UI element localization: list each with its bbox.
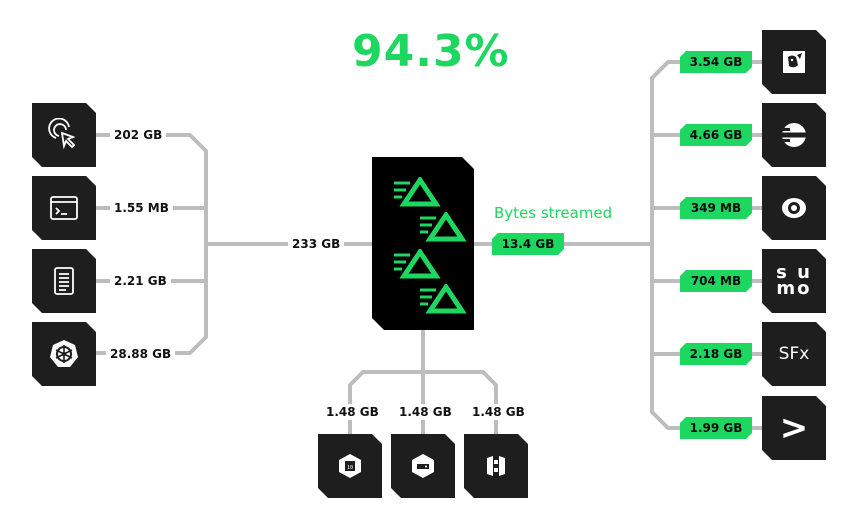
destination-value-badge: 2.18 GB bbox=[680, 343, 752, 365]
storage-value: 1.48 GB bbox=[322, 404, 383, 420]
datadog-icon bbox=[777, 45, 811, 79]
source-value: 1.55 MB bbox=[110, 200, 173, 216]
bytes-streamed-label: Bytes streamed bbox=[494, 204, 613, 222]
source-document-tile[interactable] bbox=[32, 249, 96, 313]
sfx-logo: SFx bbox=[778, 344, 810, 364]
eye-icon bbox=[777, 191, 811, 225]
reduction-percentage: 94.3% bbox=[352, 26, 510, 77]
source-terminal-tile[interactable] bbox=[32, 176, 96, 240]
document-icon bbox=[47, 264, 81, 298]
stream-processor-hub[interactable] bbox=[372, 157, 474, 330]
destination-chevron-tile[interactable]: > bbox=[762, 396, 826, 460]
blob-storage-icon: 10 bbox=[333, 449, 367, 483]
destination-datadog-tile[interactable] bbox=[762, 30, 826, 94]
hub-logo-icon bbox=[392, 177, 444, 207]
source-value: 2.21 GB bbox=[110, 273, 171, 289]
destination-sfx-tile[interactable]: SFx bbox=[762, 322, 826, 386]
hub-logo-icon bbox=[418, 284, 470, 314]
destination-elastic-tile[interactable] bbox=[762, 103, 826, 167]
destination-value-badge: 4.66 GB bbox=[680, 124, 752, 146]
destination-eye-tile[interactable] bbox=[762, 176, 826, 240]
destination-value-badge: 349 MB bbox=[680, 197, 752, 219]
destination-value-badge: 1.99 GB bbox=[680, 417, 752, 439]
server-storage-icon bbox=[406, 449, 440, 483]
storage-value: 1.48 GB bbox=[395, 404, 456, 420]
input-total: 233 GB bbox=[288, 236, 345, 252]
source-value: 28.88 GB bbox=[106, 346, 176, 362]
storage-bucket-tile[interactable] bbox=[464, 434, 528, 498]
destination-value-badge: 3.54 GB bbox=[680, 51, 752, 73]
destination-value-badge: 704 MB bbox=[680, 270, 752, 292]
chevron-right-icon: > bbox=[779, 408, 809, 448]
source-kubernetes-tile[interactable] bbox=[32, 322, 96, 386]
source-value: 202 GB bbox=[110, 127, 167, 143]
source-pointer-tile[interactable] bbox=[32, 103, 96, 167]
storage-blob-tile[interactable]: 10 bbox=[318, 434, 382, 498]
terminal-window-icon bbox=[47, 191, 81, 225]
svg-text:10: 10 bbox=[347, 465, 353, 471]
output-total-badge: 13.4 GB bbox=[492, 233, 564, 255]
storage-server-tile[interactable] bbox=[391, 434, 455, 498]
pointer-click-icon bbox=[47, 118, 81, 152]
elastic-icon bbox=[777, 118, 811, 152]
hub-logo-icon bbox=[418, 212, 470, 242]
kubernetes-icon bbox=[47, 337, 81, 371]
hub-logo-icon bbox=[392, 249, 444, 279]
bucket-icon bbox=[479, 449, 513, 483]
storage-value: 1.48 GB bbox=[468, 404, 529, 420]
